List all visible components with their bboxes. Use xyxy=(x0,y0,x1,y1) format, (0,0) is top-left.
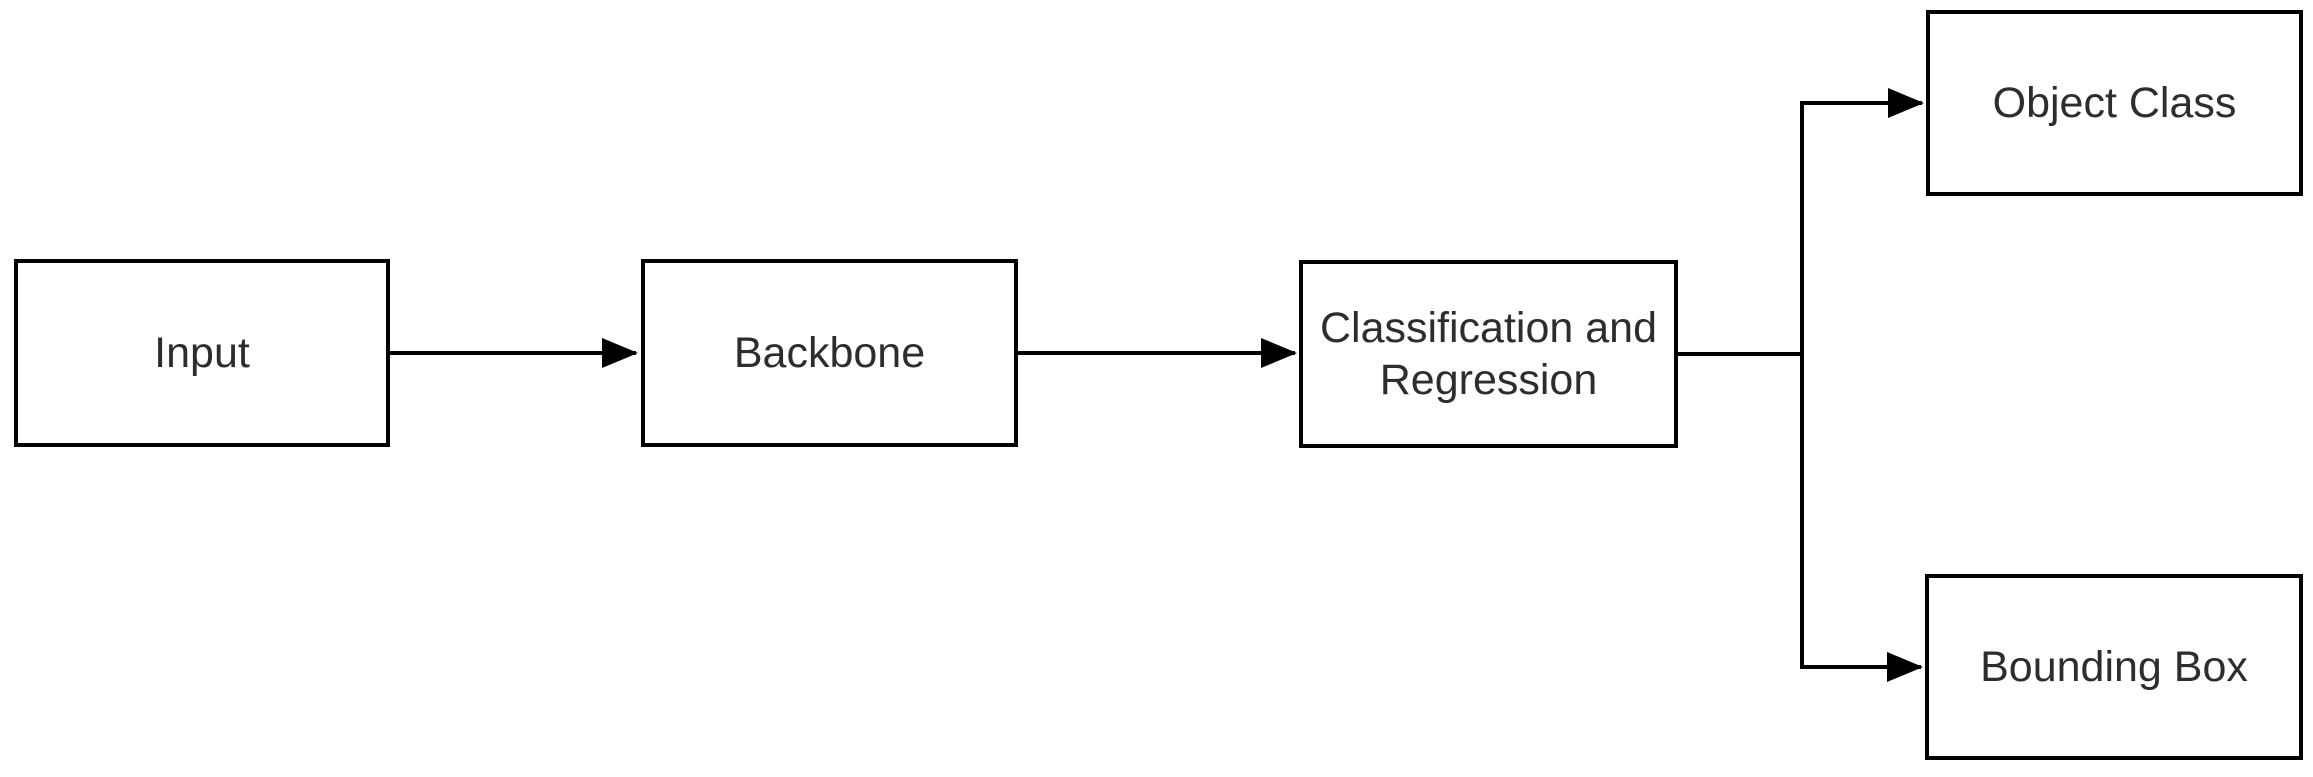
node-backbone-label: Backbone xyxy=(733,328,926,377)
node-bounding-box: Bounding Box xyxy=(1925,574,2303,760)
node-input-label: Input xyxy=(154,328,250,377)
edge-classification-bounding-box xyxy=(1678,352,1923,682)
edge-classification-object-class xyxy=(1678,88,1924,356)
node-classification-regression-label: Classification and Regression xyxy=(1319,303,1657,404)
node-input: Input xyxy=(14,259,390,447)
node-classification-regression: Classification and Regression xyxy=(1299,260,1678,448)
node-object-class: Object Class xyxy=(1926,10,2303,196)
node-bounding-box-label: Bounding Box xyxy=(1980,642,2248,691)
node-object-class-label: Object Class xyxy=(1992,78,2237,127)
node-backbone: Backbone xyxy=(641,259,1018,447)
